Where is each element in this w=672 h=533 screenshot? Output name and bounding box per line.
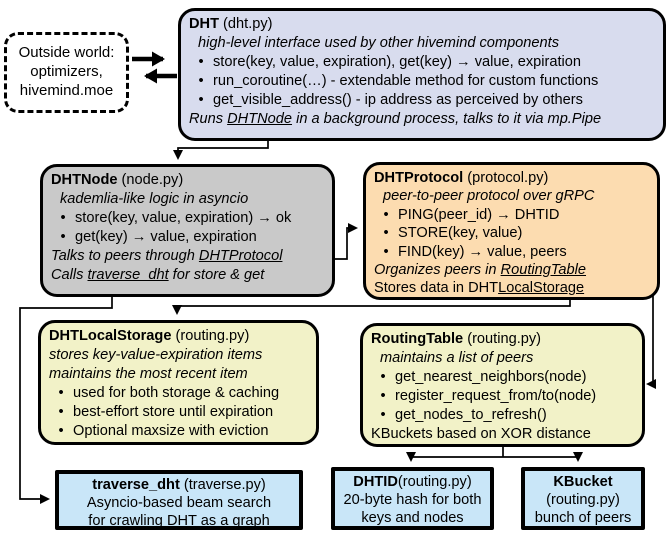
dhtprotocol-title: DHTProtocol (protocol.py) (374, 170, 549, 186)
dhtlocalstorage-box: DHTLocalStorage (routing.py) stores key-… (38, 320, 319, 445)
traverse-dht-line: Asyncio-based beam search (86, 494, 272, 511)
dht-box: DHT (dht.py) high-level interface used b… (178, 8, 666, 141)
kbucket-line: bunch of peers (534, 509, 632, 526)
routingtable-box: RoutingTable (routing.py) maintains a li… (360, 323, 645, 447)
dhtid-line: keys and nodes (361, 509, 464, 526)
dhtprotocol-subtitle: peer-to-peer protocol over gRPC (383, 188, 595, 205)
dhtnode-bullet: •get(key) → value, expiration (60, 228, 257, 245)
dhtprotocol-box: DHTProtocol (protocol.py) peer-to-peer p… (363, 162, 660, 300)
routingtable-title: RoutingTable (routing.py) (371, 331, 542, 347)
dhtlocalstorage-title: DHTLocalStorage (routing.py) (49, 328, 250, 344)
dht-subtitle: high-level interface used by other hivem… (198, 34, 559, 51)
kbucket-title: KBucket (553, 474, 613, 490)
routingtable-bullet: •get_nearest_neighbors(node) (380, 368, 587, 385)
dhtprotocol-footer-storage: Stores data in DHTLocalStorage (374, 280, 585, 297)
dhtlocalstorage-bullet: •best-effort store until expiration (58, 403, 274, 420)
kbucket-file: (routing.py) (546, 491, 620, 508)
dht-title: DHT (dht.py) (189, 16, 273, 32)
connector-dhtprotocol-to-dhtlocalstorage (172, 300, 571, 315)
dhtlocalstorage-bullet: •used for both storage & caching (58, 384, 280, 401)
traverse-dht-line: for crawling DHT as a graph (88, 512, 270, 529)
kbucket-box: KBucket (routing.py) bunch of peers (521, 467, 645, 530)
dhtprotocol-bullet: •FIND(key) → value, peers (383, 243, 567, 260)
dhtprotocol-bullet: •STORE(key, value) (383, 225, 523, 242)
outside-world-line: hivemind.moe (19, 81, 114, 99)
dht-footer: Runs DHTNode in a background process, ta… (189, 110, 602, 127)
routingtable-bullet: •register_request_from/to(node) (380, 387, 597, 404)
traverse-dht-box: traverse_dht (traverse.py) Asyncio-based… (55, 470, 303, 530)
dhtlocalstorage-subtitle: stores key-value-expiration items (49, 346, 263, 363)
outside-world-box: Outside world: optimizers, hivemind.moe (4, 32, 129, 113)
dhtprotocol-bullet: •PING(peer_id) → DHTID (383, 206, 560, 223)
dhtnode-title: DHTNode (node.py) (51, 172, 184, 188)
dht-bullet: •store(key, value, expiration), get(key)… (198, 53, 581, 70)
dhtnode-footer-protocol: Talks to peers through DHTProtocol (51, 247, 283, 264)
dhtnode-subtitle: kademlia-like logic in asyncio (60, 190, 249, 207)
dht-bullet: •get_visible_address() - ip address as p… (198, 91, 583, 108)
traverse-dht-title: traverse_dht (traverse.py) (92, 477, 266, 493)
dhtid-line: 20-byte hash for both (343, 491, 482, 508)
dhtlocalstorage-subtitle: maintains the most recent item (49, 365, 248, 382)
dhtlocalstorage-bullet: •Optional maxsize with eviction (58, 422, 269, 439)
routingtable-bullet: •get_nodes_to_refresh() (380, 406, 547, 423)
dhtprotocol-footer-routingtable: Organizes peers in RoutingTable (374, 261, 587, 278)
dhtid-box: DHTID(routing.py) 20-byte hash for both … (331, 467, 494, 530)
outside-world-line: Outside world: (18, 44, 115, 61)
dhtnode-bullet: •store(key, value, expiration) → ok (60, 209, 292, 226)
dhtnode-box: DHTNode (node.py) kademlia-like logic in… (40, 164, 335, 297)
dht-bullet: •run_coroutine(…) - extendable method fo… (198, 72, 599, 89)
dhtid-title: DHTID(routing.py) (353, 474, 472, 490)
routingtable-subtitle: maintains a list of peers (380, 349, 534, 366)
outside-world-line: optimizers, (30, 62, 103, 80)
dhtnode-footer-traverse: Calls traverse_dht for store & get (51, 266, 265, 283)
connector-dht-to-dhtnode (173, 141, 269, 160)
routingtable-footer: KBuckets based on XOR distance (371, 425, 591, 442)
